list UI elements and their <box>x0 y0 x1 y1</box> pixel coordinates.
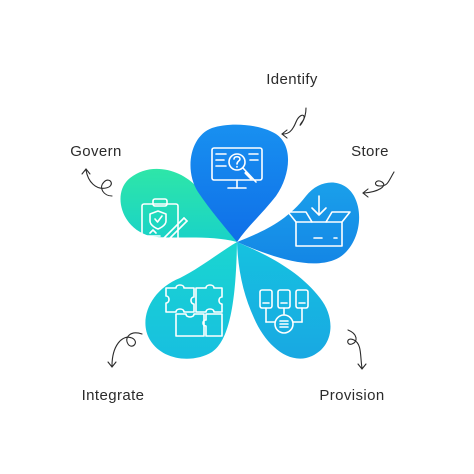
arrow-identify <box>281 107 307 139</box>
petal-provision <box>237 242 331 359</box>
arrow-store <box>362 171 395 198</box>
petal-identify <box>190 124 289 242</box>
arrow-integrate <box>107 332 143 368</box>
label-store: Store <box>351 143 389 160</box>
arrow-govern <box>81 168 113 197</box>
devices-database-flow-icon <box>259 289 309 334</box>
label-provision: Provision <box>319 387 384 404</box>
petal-store <box>237 182 360 264</box>
label-govern: Govern <box>70 143 122 160</box>
puzzle-icon <box>165 284 223 337</box>
box-download-icon <box>287 195 351 247</box>
monitor-question-magnifier-icon <box>211 147 263 189</box>
label-integrate: Integrate <box>82 387 145 404</box>
clipboard-shield-pen-icon <box>141 198 188 249</box>
arrow-provision <box>347 329 367 370</box>
label-identify: Identify <box>266 71 318 88</box>
